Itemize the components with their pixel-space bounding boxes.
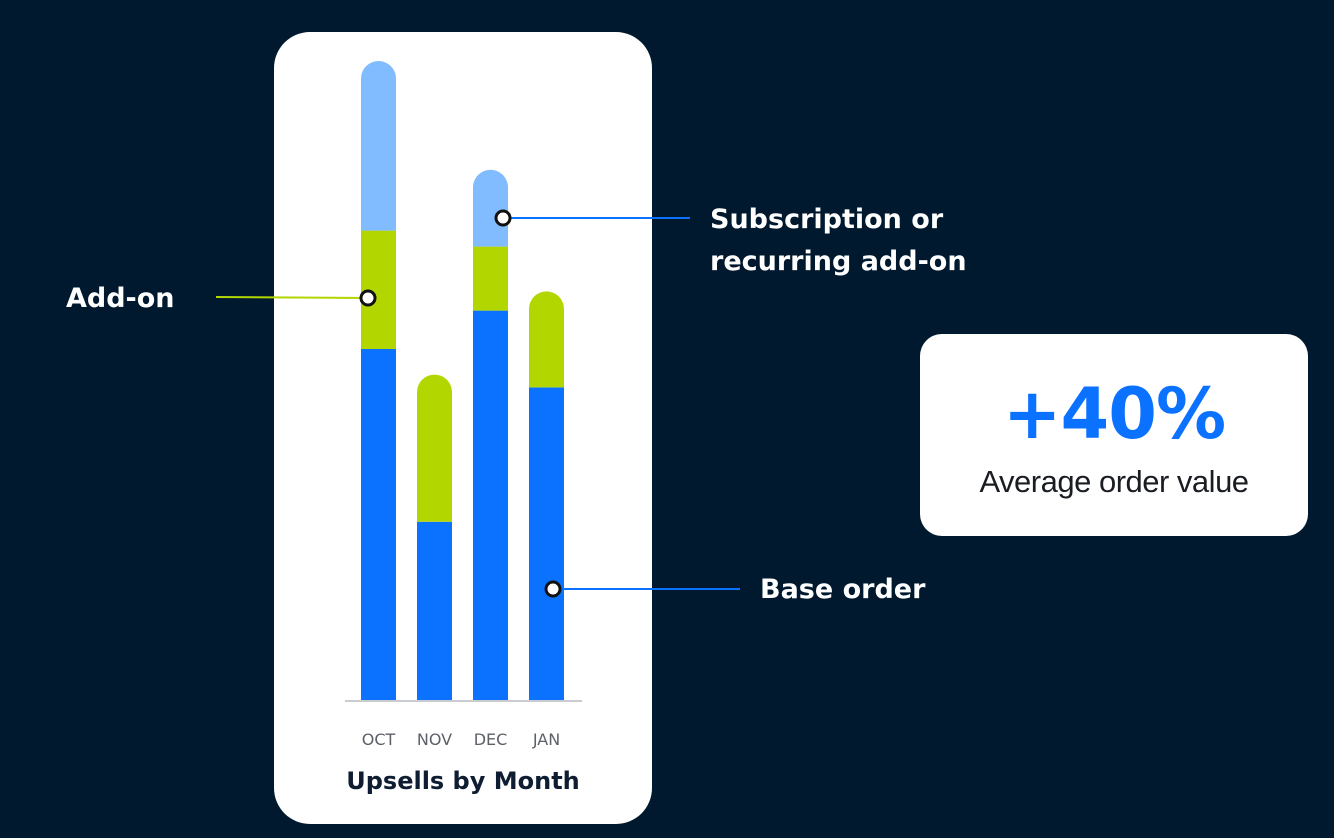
bar-nov-add-on — [417, 374, 452, 522]
x-tick-jan: JAN — [532, 730, 560, 749]
subscription-marker — [494, 209, 512, 227]
bar-oct-subscription-or-recurring-add-on — [361, 61, 396, 231]
stat-value: +40% — [1002, 373, 1226, 455]
add-on-marker — [359, 289, 377, 307]
add-on-leader-line — [215, 296, 369, 299]
bar-jan-add-on — [529, 291, 564, 388]
x-tick-nov: NOV — [417, 730, 452, 749]
base-order-marker — [544, 580, 562, 598]
chart-card — [274, 32, 652, 824]
x-tick-oct: OCT — [362, 730, 396, 749]
stat-card: +40% Average order value — [920, 334, 1308, 536]
chart-title: Upsells by Month — [346, 767, 580, 795]
add-on-callout: Add-on — [66, 283, 175, 314]
base-order-callout: Base order — [760, 574, 926, 605]
bar-dec-add-on — [473, 246, 508, 311]
bar-dec-subscription-or-recurring-add-on — [473, 169, 508, 247]
x-tick-dec: DEC — [474, 730, 508, 749]
bar-oct-base-order — [361, 349, 396, 701]
subscription-callout-line1: Subscription or — [710, 204, 944, 235]
x-tick-labels: OCT NOV DEC JAN — [362, 730, 560, 749]
bar-nov-base-order — [417, 521, 452, 701]
bar-jan-base-order — [529, 387, 564, 701]
bar-dec-base-order — [473, 310, 508, 701]
stat-label: Average order value — [979, 464, 1249, 499]
subscription-callout-line2: recurring add-on — [710, 246, 967, 277]
